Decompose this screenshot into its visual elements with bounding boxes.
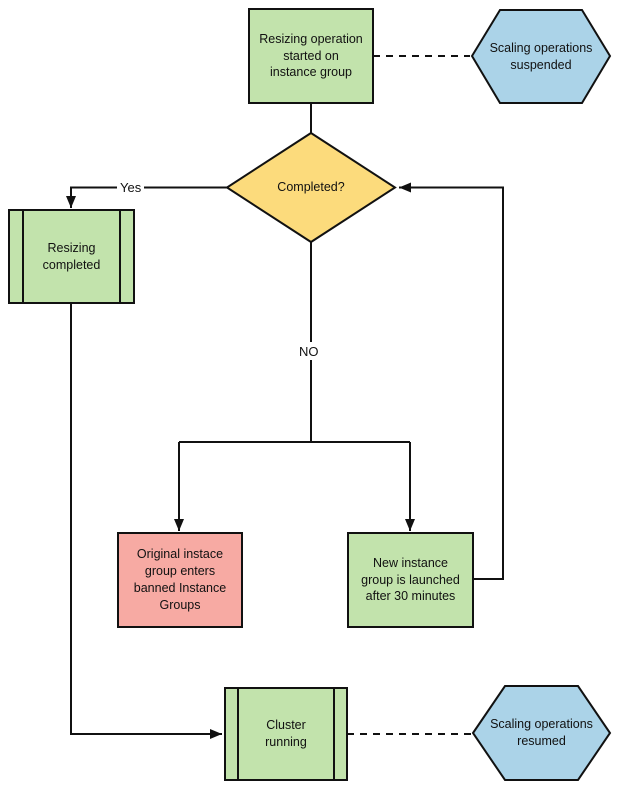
node-scaling-resumed	[471, 685, 612, 781]
edge-label-yes: Yes	[117, 178, 145, 196]
node-resizing-completed	[8, 209, 135, 304]
node-cluster-running	[224, 687, 348, 781]
edge-resizing-completed-to-cluster	[70, 303, 222, 739]
edge-yes-to-resizing-completed	[66, 186, 227, 208]
node-original-banned	[117, 532, 243, 628]
edge-label-no: NO	[296, 342, 322, 360]
node-scaling-suspended	[470, 9, 612, 104]
edge-loop-back-to-decision	[399, 182, 504, 580]
node-resizing-started	[248, 8, 374, 104]
node-completed-decision	[225, 131, 397, 244]
node-new-instance	[347, 532, 474, 628]
